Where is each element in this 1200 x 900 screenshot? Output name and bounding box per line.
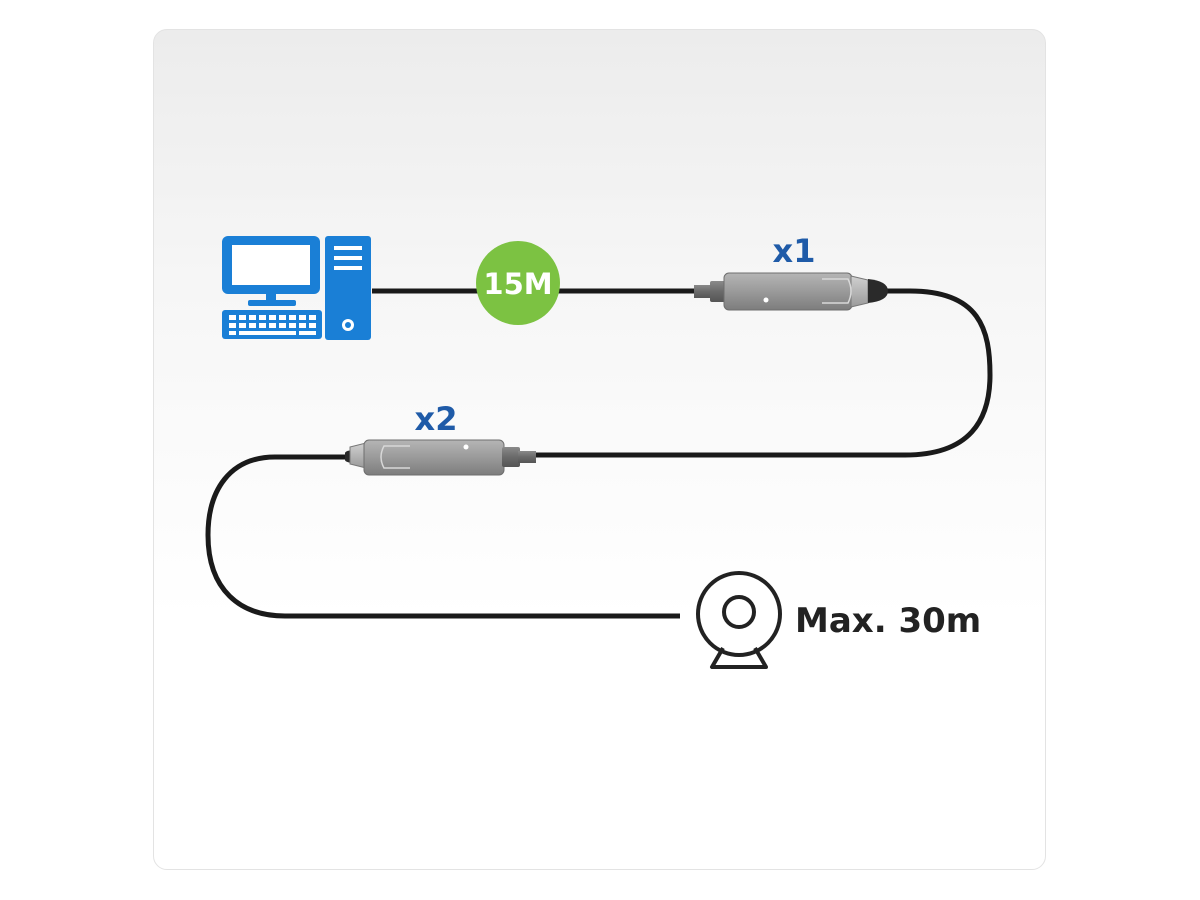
desktop-computer-icon	[222, 236, 371, 340]
extender-1-label: x1	[773, 232, 816, 270]
extender-2	[345, 439, 536, 476]
max-distance-label: Max. 30m	[795, 601, 981, 641]
cable-length-label: 15M	[483, 267, 552, 301]
webcam-icon	[696, 571, 782, 669]
diagram-panel	[153, 29, 1046, 870]
extender-2-label: x2	[415, 400, 458, 438]
cable-segment-3	[205, 454, 680, 619]
extender-1	[694, 272, 888, 311]
cable-length-badge: 15M	[476, 241, 560, 325]
cable-segment-2	[530, 288, 993, 458]
